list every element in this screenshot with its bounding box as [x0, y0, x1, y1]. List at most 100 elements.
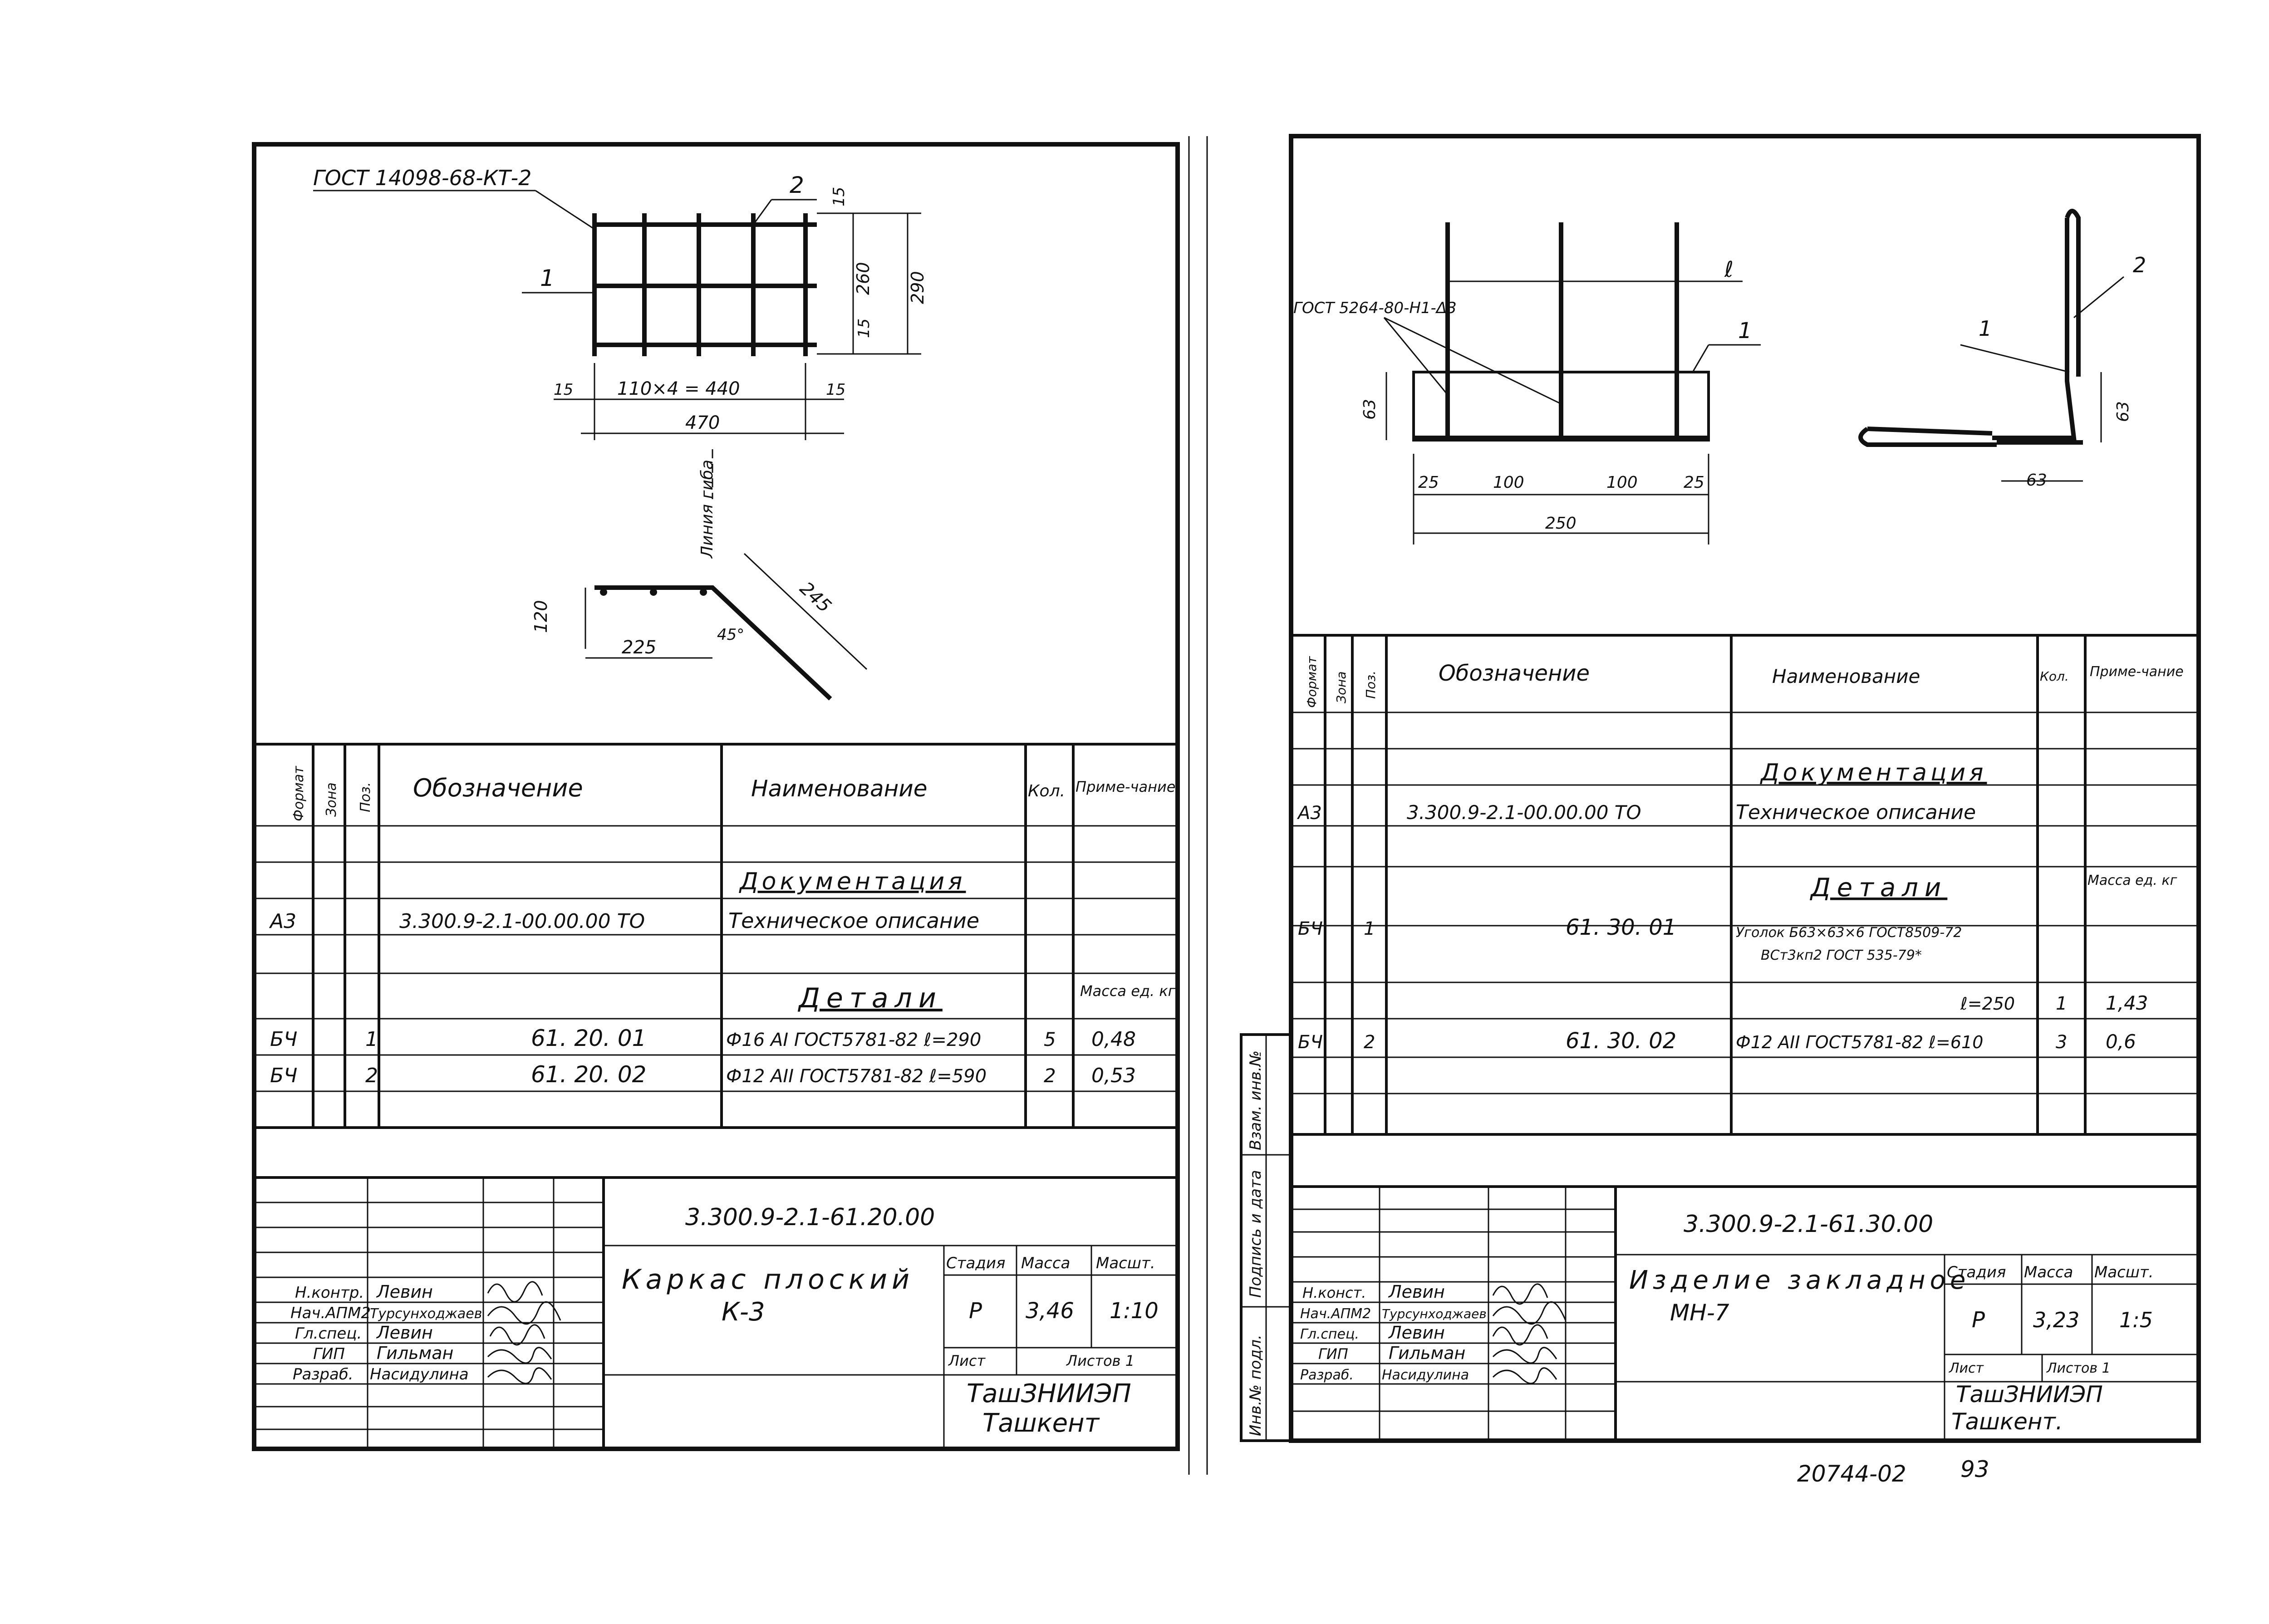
- row2-name: Ф12 АΙΙ ГОСТ5781-82 ℓ=590: [726, 1066, 987, 1087]
- table-row: БЧ 1 61. 30. 01 Уголок Б63×63×6 ГОСТ8509…: [1298, 915, 2148, 1014]
- signature: [1492, 1283, 1548, 1305]
- row1-format: БЧ: [1298, 918, 1323, 939]
- name-2: Турсунходжаев: [1382, 1306, 1487, 1321]
- name-2: Турсунходжаев: [370, 1306, 482, 1322]
- right-spec-table: Формат Зона Поз. Обозначение Наименовани…: [1291, 635, 2199, 1136]
- dim-250: 250: [1545, 514, 1577, 533]
- pos-1-label: 1: [540, 265, 555, 291]
- angle-section: [1992, 218, 2077, 440]
- page-number: 93: [1960, 1456, 1989, 1482]
- role-4: ГИП: [313, 1345, 345, 1363]
- name-1: Левин: [1388, 1282, 1445, 1302]
- mass-label: Масса: [2024, 1263, 2073, 1281]
- org-name: ТашЗНИИЭП: [967, 1379, 1131, 1408]
- bent-rebar: [594, 585, 832, 701]
- table-row: БЧ 1 61. 20. 01 Ф16 АΙ ГОСТ5781-82 ℓ=290…: [270, 1025, 1136, 1051]
- left-sheet: ГОСТ 14098-68-КТ-2 1 2 15 260 15: [252, 142, 1180, 1451]
- row1-format: БЧ: [270, 1028, 297, 1051]
- hdr-zone: Зона: [324, 782, 339, 817]
- signature: [487, 1281, 543, 1303]
- weld-point: [600, 589, 607, 596]
- role-3: Гл.спец.: [295, 1325, 362, 1343]
- signature: [487, 1367, 552, 1384]
- role-5: Разраб.: [293, 1365, 354, 1384]
- role-5: Разраб.: [1300, 1367, 1354, 1383]
- archive-number: 20744-02: [1797, 1461, 1906, 1487]
- row2-note: 0,6: [2106, 1030, 2136, 1053]
- sheet-label: Лист: [948, 1352, 986, 1369]
- hdr-pos: Поз.: [1363, 671, 1378, 699]
- sheets-label: Листов 1: [2046, 1360, 2111, 1376]
- leader: [2073, 276, 2124, 319]
- hdr-designation: Обозначение: [413, 774, 583, 802]
- pos-2-label: 2: [790, 172, 804, 198]
- leader: [1692, 344, 1709, 373]
- right-frame: [1289, 134, 2201, 1443]
- hook: [2065, 209, 2081, 377]
- doc-subtitle: К-3: [722, 1297, 765, 1327]
- right-sheet: Инв.№ подл. Подпись и дата Взам. инв.№ Г…: [1240, 134, 2201, 1443]
- dim-225: 225: [622, 637, 656, 658]
- left-frame: [252, 142, 1180, 1451]
- row1-designation: 61. 30. 01: [1566, 915, 1676, 940]
- org-city: Ташкент: [982, 1408, 1100, 1438]
- doc-subtitle: МН-7: [1670, 1300, 1729, 1326]
- mass-label: Масса: [1021, 1254, 1070, 1272]
- stage-label: Стадия: [1947, 1263, 2006, 1281]
- flat-cage-drawing: ГОСТ 14098-68-КТ-2 1 2 15 260 15: [313, 166, 928, 701]
- leader: [1383, 317, 1449, 395]
- name-4: Гильман: [1389, 1343, 1465, 1363]
- row2-name: Ф12 АΙΙ ГОСТ5781-82 ℓ=610: [1736, 1032, 1983, 1052]
- dim-100-left: 100: [1493, 473, 1524, 492]
- stage-label: Стадия: [946, 1254, 1005, 1272]
- stamp-inv: Инв.№ подл.: [1247, 1335, 1265, 1436]
- dim-63-horizontal: 63: [2026, 471, 2047, 490]
- leader: [535, 190, 595, 230]
- row2-pos: 2: [1364, 1032, 1375, 1053]
- row1-designation: 61. 20. 01: [531, 1025, 646, 1051]
- dim-15-left: 15: [554, 381, 573, 399]
- role-2: Нач.АПМ2: [290, 1304, 371, 1322]
- leader: [752, 199, 772, 225]
- section-details: Детали: [797, 982, 943, 1014]
- row1-name-c: ℓ=250: [1960, 994, 2015, 1014]
- row1-qty: 1: [2056, 993, 2067, 1014]
- pos-1-label: 1: [1738, 318, 1752, 343]
- dim-15-bottom: 15: [855, 319, 873, 338]
- doc-format: А3: [269, 910, 296, 933]
- doc-designation: 3.300.9-2.1-00.00.00 ТО: [399, 910, 645, 933]
- dim-260: 260: [853, 262, 873, 295]
- dim-25-right: 25: [1684, 473, 1704, 492]
- table-row: БЧ 2 61. 20. 02 Ф12 АΙΙ ГОСТ5781-82 ℓ=59…: [270, 1061, 1136, 1088]
- name-5: Насидулина: [370, 1365, 469, 1384]
- signature: [487, 1347, 552, 1364]
- mass-note: Масса ед. кг: [2087, 873, 2177, 888]
- doc-name: Техническое описание: [1736, 801, 1976, 824]
- signature: [489, 1324, 545, 1346]
- dim-120: 120: [531, 600, 551, 633]
- table-row: БЧ 2 61. 30. 02 Ф12 АΙΙ ГОСТ5781-82 ℓ=61…: [1298, 1028, 2136, 1054]
- row1-qty: 5: [1044, 1028, 1056, 1050]
- gost-ref-label: ГОСТ 14098-68-КТ-2: [313, 166, 531, 190]
- name-5: Насидулина: [1382, 1367, 1469, 1383]
- role-4: ГИП: [1318, 1345, 1348, 1363]
- pos-2b-label: 2: [2133, 253, 2146, 277]
- hdr-format: Формат: [291, 765, 307, 821]
- stamp-replace: Взам. инв.№: [1247, 1050, 1265, 1150]
- stage-value: Р: [1972, 1307, 1985, 1333]
- stamp-sign: Подпись и дата: [1247, 1170, 1265, 1298]
- section-docs: Документация: [739, 868, 966, 895]
- weld-point: [700, 589, 707, 596]
- dim-290: 290: [908, 271, 928, 304]
- name-4: Гильман: [377, 1343, 453, 1363]
- org-name: ТашЗНИИЭП: [1956, 1381, 2103, 1408]
- role-1: Н.конст.: [1302, 1284, 1366, 1301]
- mass-note: Масса ед. кг.: [1080, 982, 1180, 1000]
- dim-15-right: 15: [826, 381, 845, 399]
- dim-25-left: 25: [1418, 473, 1439, 492]
- scale-value: 1:5: [2119, 1308, 2153, 1332]
- dim-245: 245: [796, 578, 835, 617]
- signature: [1492, 1347, 1557, 1364]
- mass-value: 3,23: [2033, 1308, 2079, 1332]
- role-1: Н.контр.: [295, 1284, 364, 1302]
